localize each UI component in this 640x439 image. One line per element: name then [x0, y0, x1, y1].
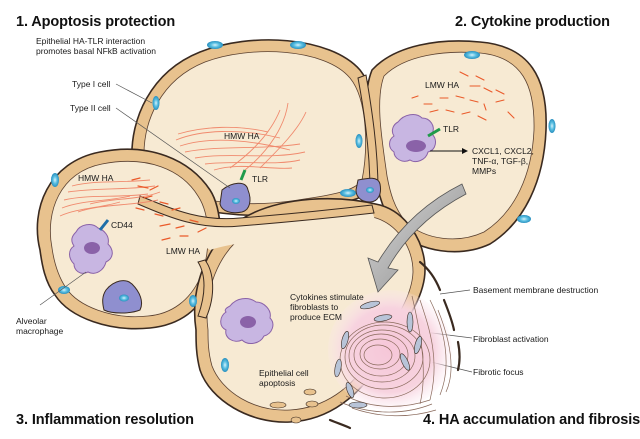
- type1-cell-nuclei: [51, 41, 556, 372]
- cd44-receptor: [98, 219, 110, 231]
- label-type1-cell: Type I cell: [72, 79, 111, 89]
- label-fibroblast-activation: Fibroblast activation: [473, 334, 549, 344]
- label-cytokines-list: CXCL1, CXCL2, TNF-α, TGF-β, MMPs: [472, 146, 534, 176]
- label-cd44: CD44: [111, 220, 133, 230]
- heading-apoptosis-protection: 1. Apoptosis protection: [16, 14, 176, 30]
- label-hmw-ha-left: HMW HA: [78, 173, 114, 183]
- macrophage-right: [389, 114, 436, 163]
- label-lmw-ha-right: LMW HA: [425, 80, 459, 90]
- heading-inflammation-resolution: 3. Inflammation resolution: [16, 412, 194, 428]
- hmw-ha-fibers-top: [175, 102, 307, 171]
- label-basement-membrane-destruction: Basement membrane destruction: [473, 285, 599, 295]
- label-epithelial-apoptosis: Epithelial cell apoptosis: [259, 368, 309, 388]
- label-fibrotic-focus: Fibrotic focus: [473, 367, 524, 377]
- type2-cells: [102, 177, 381, 314]
- alveoli-membrane: [36, 39, 547, 423]
- apoptosis-description: Epithelial HA-TLR interaction promotes b…: [36, 36, 156, 56]
- type2-cell-top: [219, 182, 251, 214]
- label-alveolar-macrophage: Alveolar macrophage: [16, 316, 64, 336]
- lmw-ha-fragments-left: [131, 177, 207, 241]
- diagram-canvas: [36, 39, 556, 430]
- alveolus-right-lumen: [379, 51, 535, 240]
- tlr-receptor-right: [427, 127, 441, 138]
- heading-cytokine-production: 2. Cytokine production: [455, 14, 610, 30]
- lmw-ha-fragments-right: [411, 71, 515, 121]
- septa: [137, 74, 379, 319]
- macrophages: [69, 114, 436, 344]
- basement-membrane-destruction: [328, 260, 461, 430]
- label-tlr-top: TLR: [252, 174, 269, 184]
- apoptotic-bodies: [269, 388, 319, 424]
- fibrotic-focus: [328, 290, 452, 417]
- label-hmw-ha-top: HMW HA: [224, 131, 260, 141]
- alveolus-merge-lumen: [150, 205, 375, 250]
- tlr-receptor-top: [239, 169, 247, 181]
- cytokine-arrow: [430, 148, 468, 154]
- heading-ha-accumulation-fibrosis: 4. HA accumulation and fibrosis: [423, 412, 640, 428]
- label-type2-cell: Type II cell: [70, 103, 111, 113]
- label-lmw-ha-left: LMW HA: [166, 246, 200, 256]
- cytokine-flow-arrow: [367, 183, 467, 293]
- label-tlr-right: TLR: [443, 124, 460, 134]
- label-cytokines-stimulate: Cytokines stimulate fibroblasts to produ…: [290, 292, 364, 322]
